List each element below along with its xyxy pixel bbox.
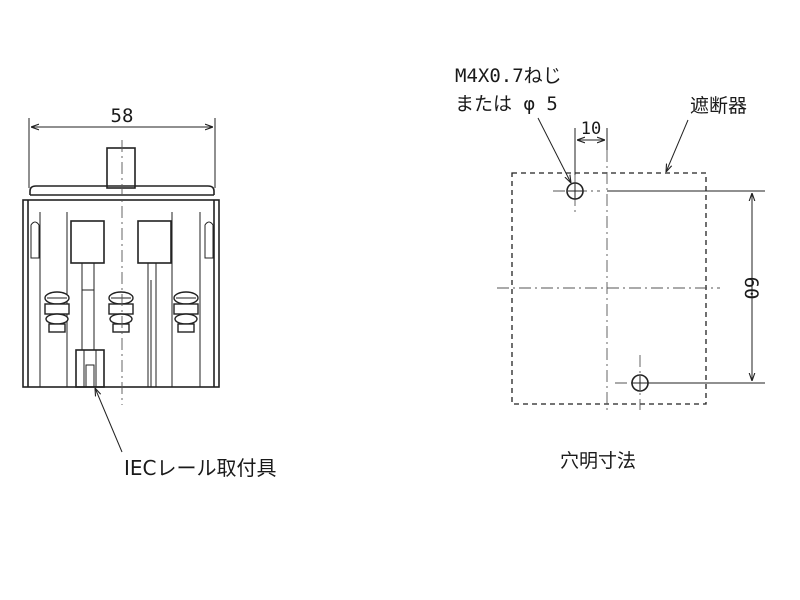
screw-spec-label: M4X0.7ねじ: [455, 65, 562, 87]
width-dimension-label: 58: [111, 105, 134, 127]
breaker-label: 遮断器: [690, 95, 747, 117]
offset-dimension-label: 10: [581, 119, 601, 139]
hole-layout-view: 60 10 M4X0.7ねじ または φ 5 遮断器 穴明寸法: [455, 65, 765, 472]
breaker-body: [22, 199, 220, 388]
height-dimension-label: 60: [740, 277, 762, 300]
mounting-hole-top: [566, 182, 584, 200]
terminal-screw-right: [173, 291, 199, 333]
iec-rail-clip: [75, 349, 105, 388]
breaker-front-view: 58: [22, 105, 277, 480]
toggle-handle: [106, 147, 136, 189]
width-dimension: 58: [28, 105, 216, 188]
terminal-screw-center: [108, 291, 134, 333]
hole-dimension-caption: 穴明寸法: [560, 450, 636, 472]
rail-mount-label: IECレール取付具: [124, 456, 277, 480]
terminal-screw-left: [44, 291, 70, 333]
height-dimension: 60: [607, 190, 765, 384]
offset-dimension: 10: [574, 119, 608, 175]
breaker-outline: [511, 172, 707, 405]
mounting-hole-bottom: [631, 374, 649, 392]
screw-alt-label: または φ 5: [455, 93, 558, 115]
